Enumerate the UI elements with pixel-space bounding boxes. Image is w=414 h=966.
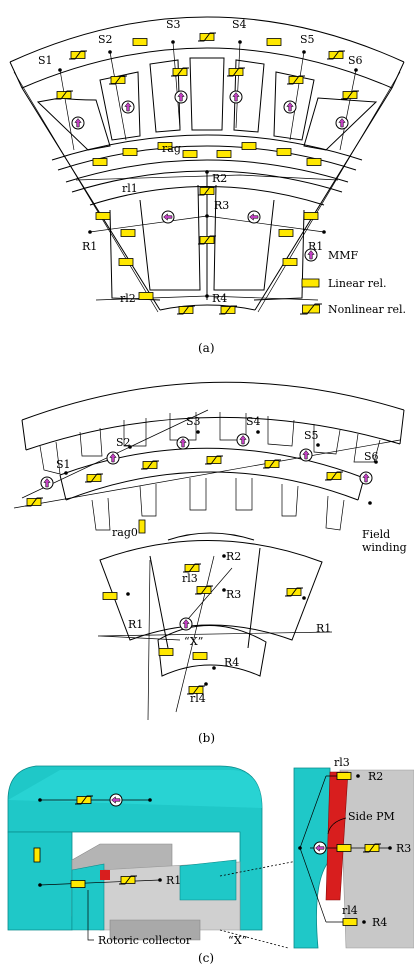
- label-r3: R3: [214, 199, 229, 212]
- label-c-x: “X”: [228, 934, 247, 947]
- label-field: Field: [362, 528, 390, 541]
- label-c-r2: R2: [368, 770, 383, 783]
- label-c-rl3: rl3: [334, 756, 350, 769]
- label-c-r4: R4: [372, 916, 387, 929]
- label-r1-left: R1: [82, 240, 97, 253]
- panel-a: S1 S2 S3 S4 S5 S6 rag rl1 R2 R3 R1 R1 rl…: [9, 16, 406, 355]
- label-b-s1: S1: [56, 458, 71, 471]
- label-b-x: “X”: [184, 635, 203, 648]
- label-r2: R2: [212, 172, 227, 185]
- label-b-s5: S5: [304, 429, 319, 442]
- linear-reluctance-icon: [301, 278, 320, 288]
- label-rl1: rl1: [122, 182, 138, 195]
- label-s6: S6: [348, 54, 363, 67]
- caption-b: (b): [198, 731, 215, 745]
- label-rl3: rl3: [182, 572, 198, 585]
- legend: MMF Linear rel. Nonlinear rel.: [300, 248, 406, 316]
- label-rl4: rl4: [190, 692, 206, 705]
- label-c-rl4: rl4: [342, 904, 358, 917]
- label-side-pm: Side PM: [348, 810, 395, 823]
- label-b-r4: R4: [224, 656, 239, 669]
- legend-linear: Linear rel.: [328, 277, 387, 290]
- label-rl2: rl2: [120, 292, 136, 305]
- panel-c: R1 Rotoric collector “X” rl3 R2 Side PM …: [7, 756, 414, 965]
- panel-b: S1 S2 S3 S4 S5 S6 rag0 R2 rl3 R3 R1 R1 “…: [13, 381, 407, 745]
- label-c-r3: R3: [396, 842, 411, 855]
- label-s4: S4: [232, 18, 247, 31]
- mmf-source-icon: [304, 248, 318, 262]
- label-b-s6: S6: [364, 450, 379, 463]
- label-b-r2: R2: [226, 550, 241, 563]
- label-s2: S2: [98, 33, 113, 46]
- nonlinear-reluctance-icon: [300, 303, 322, 315]
- label-b-r3: R3: [226, 588, 241, 601]
- label-s3: S3: [166, 18, 181, 31]
- label-b-s4: S4: [246, 415, 261, 428]
- label-c-r1: R1: [166, 874, 181, 887]
- label-rag: rag: [162, 142, 181, 155]
- label-b-r1-left: R1: [128, 618, 143, 631]
- label-rag0: rag0: [112, 526, 138, 539]
- label-b-r1-right: R1: [316, 622, 331, 635]
- label-b-s3: S3: [186, 415, 201, 428]
- label-b-s2: S2: [116, 436, 131, 449]
- caption-c: (c): [198, 951, 214, 965]
- legend-mmf: MMF: [328, 249, 359, 262]
- label-rotoric-collector: Rotoric collector: [98, 934, 192, 947]
- label-s1: S1: [38, 54, 53, 67]
- legend-nonlinear: Nonlinear rel.: [328, 303, 406, 316]
- label-winding: winding: [362, 541, 407, 554]
- label-r4: R4: [212, 292, 227, 305]
- label-s5: S5: [300, 33, 315, 46]
- caption-a: (a): [198, 341, 215, 355]
